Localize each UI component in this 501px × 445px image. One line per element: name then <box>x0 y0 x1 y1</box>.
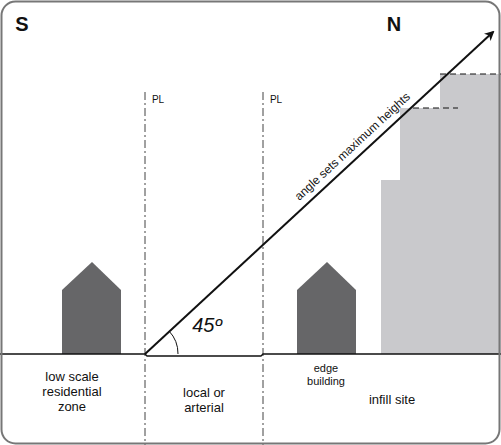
house <box>62 262 121 354</box>
property-line <box>263 92 264 445</box>
angle-line <box>145 32 493 354</box>
property-line <box>145 92 146 445</box>
edge-building <box>297 262 356 354</box>
property-line-label: PL <box>145 94 171 106</box>
property-line-label: PL <box>263 94 289 106</box>
zone-label: infill site <box>342 393 442 408</box>
zone-label: local or arterial <box>165 386 243 416</box>
angle-value: 45º <box>182 314 232 337</box>
compass-label: N <box>379 13 409 36</box>
infill-building <box>381 74 501 354</box>
angle-arc <box>169 331 178 354</box>
compass-label: S <box>7 13 37 36</box>
height-mark <box>413 108 458 109</box>
building-label: edge building <box>296 362 356 387</box>
zone-label: low scale residential zone <box>30 370 114 415</box>
ground-line <box>0 354 501 356</box>
